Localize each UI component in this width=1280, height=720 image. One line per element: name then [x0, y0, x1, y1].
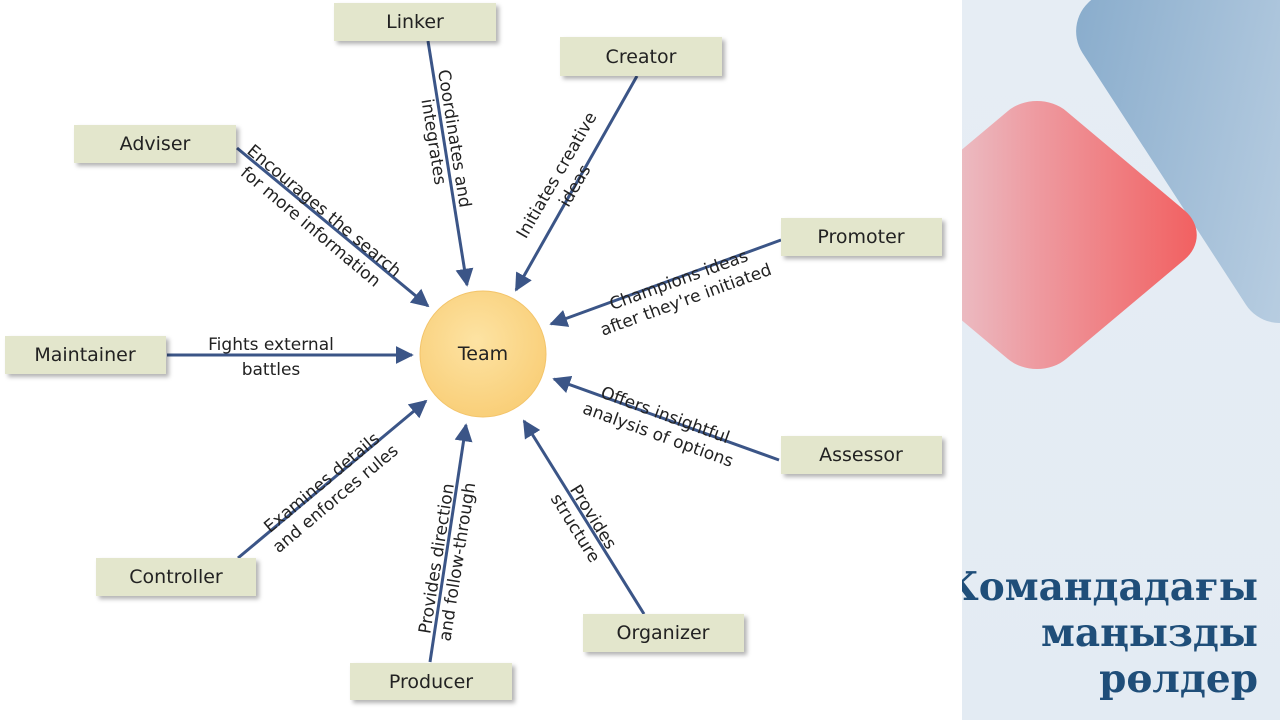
svg-text:Maintainer: Maintainer [34, 344, 135, 366]
arrow-assessor [552, 376, 780, 462]
arrow-controller [237, 399, 428, 560]
slide-title: Командадағы маңызды рөлдер [962, 564, 1258, 702]
side-panel: Командадағы маңызды рөлдер [962, 0, 1280, 720]
arrow-creator [514, 75, 639, 292]
arrow-adviser [236, 146, 430, 308]
role-assessor: Assessor [781, 436, 942, 474]
svg-text:Linker: Linker [386, 11, 444, 33]
desc-producer: Provides directionand follow-through [415, 478, 481, 643]
team-node: Team [419, 290, 547, 418]
svg-text:Producer: Producer [389, 671, 473, 693]
desc-linker: Coordinates andintegrates [412, 68, 474, 212]
title-line: рөлдер [1099, 656, 1258, 702]
role-promoter: Promoter [781, 218, 942, 256]
svg-text:Organizer: Organizer [617, 622, 710, 644]
svg-text:Adviser: Adviser [120, 133, 191, 155]
role-controller: Controller [96, 558, 256, 596]
arrow-linker [426, 40, 474, 287]
desc-adviser: Encourages the searchfor more informatio… [229, 141, 405, 298]
svg-text:Promoter: Promoter [817, 226, 904, 248]
desc-assessor: Offers insightfulanalysis of options [580, 379, 743, 472]
desc-controller: Examines detailsand enforces rules [255, 425, 402, 558]
svg-text:Assessor: Assessor [819, 444, 903, 466]
arrow-promoter [549, 238, 782, 327]
title-line: Командадағы [962, 564, 1258, 610]
arrow-organizer [522, 419, 646, 615]
desc-creator: Initiates creativeideas [513, 109, 620, 253]
role-adviser: Adviser [74, 125, 236, 163]
arrow-producer [428, 423, 473, 663]
role-producer: Producer [350, 663, 512, 700]
team-roles-diagram: Team Linker Creator Adviser Promoter Mai… [5, 3, 942, 700]
title-line: маңызды [1040, 610, 1258, 656]
role-creator: Creator [560, 37, 722, 76]
role-organizer: Organizer [583, 614, 744, 652]
desc-promoter: Champions ideasafter they're initiated [591, 240, 775, 340]
role-linker: Linker [334, 3, 496, 41]
svg-text:Controller: Controller [129, 566, 223, 588]
desc-organizer: Providesstructure [546, 479, 622, 566]
role-maintainer: Maintainer [5, 336, 166, 374]
team-label: Team [457, 343, 508, 365]
svg-text:Creator: Creator [606, 46, 677, 68]
